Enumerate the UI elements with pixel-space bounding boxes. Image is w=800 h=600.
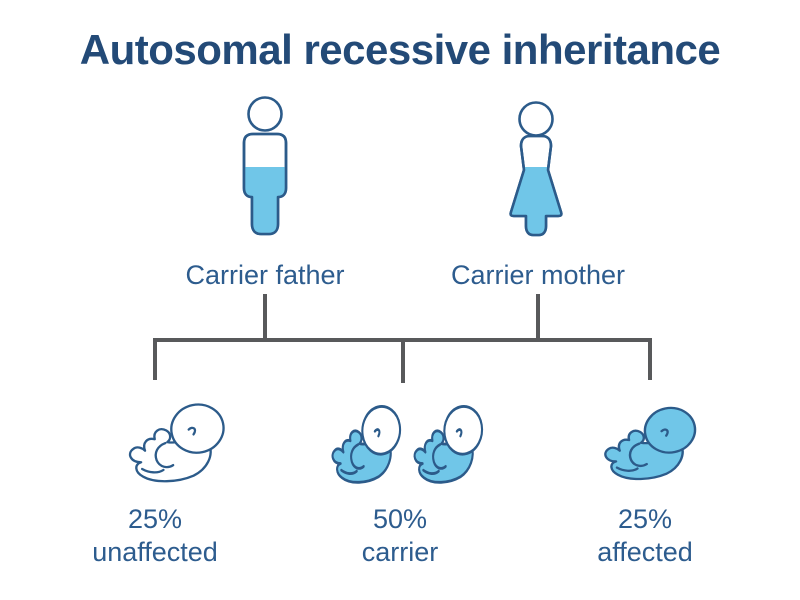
outcome-unaffected-status: unaffected	[92, 537, 218, 567]
carrier-father-label: Carrier father	[185, 260, 345, 290]
mother-body-outline	[509, 134, 563, 237]
outcome-carrier: 50% carrier	[290, 503, 510, 569]
mother-head	[518, 101, 554, 137]
father-head	[247, 96, 283, 132]
mother-figure	[509, 101, 563, 237]
father-figure	[242, 96, 288, 236]
family-tree-lines	[153, 294, 652, 383]
page-title: Autosomal recessive inheritance	[79, 26, 721, 73]
father-carrier-fill	[244, 167, 286, 234]
outcome-carrier-percent: 50%	[372, 504, 428, 534]
baby-icon-affected	[604, 402, 701, 481]
outcome-carrier-status: carrier	[361, 537, 439, 567]
baby-icon-unaffected	[128, 398, 230, 483]
outcome-affected-status: affected	[597, 537, 693, 567]
baby-icon-carrier-2	[413, 400, 487, 484]
outcome-affected-percent: 25%	[617, 504, 673, 534]
baby-icon-carrier-1	[331, 400, 405, 484]
outcome-unaffected: 25% unaffected	[45, 503, 265, 569]
outcome-unaffected-percent: 25%	[127, 504, 183, 534]
carrier-mother-label: Carrier mother	[450, 260, 626, 290]
father-body-outline	[242, 132, 288, 236]
outcome-affected: 25% affected	[535, 503, 755, 569]
